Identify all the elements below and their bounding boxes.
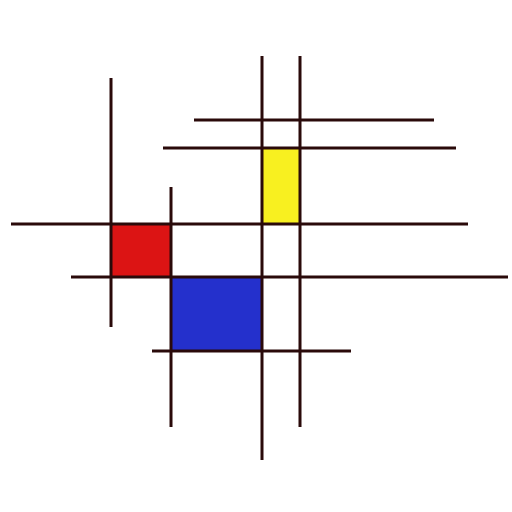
color-blocks	[111, 148, 300, 351]
blue-block	[171, 277, 262, 351]
red-block	[111, 224, 171, 277]
yellow-block	[262, 148, 300, 224]
grid-lines	[11, 56, 508, 460]
